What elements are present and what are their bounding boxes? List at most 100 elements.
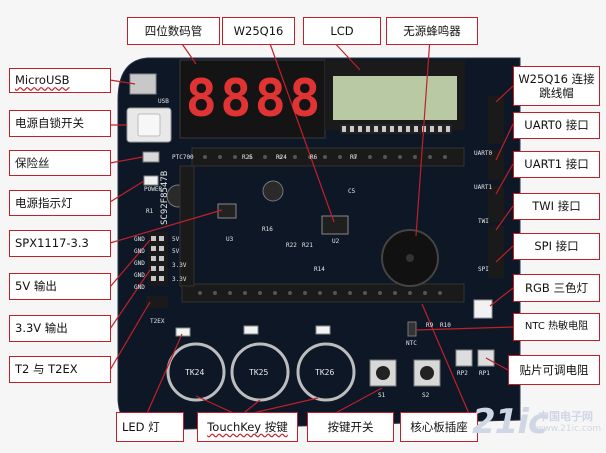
callout-t2-t2ex: T2 与 T2EX — [9, 356, 111, 383]
silk-r9: R9 — [426, 322, 434, 329]
segment-digit: 8 — [289, 69, 321, 129]
silk-uart0: UART0 — [474, 150, 493, 157]
capacitor — [262, 180, 284, 202]
silk-spi: SPI — [478, 266, 489, 273]
silk-r22: R22 — [286, 242, 297, 249]
callout-uart0: UART0 接口 — [513, 112, 600, 139]
silk-r25: R25 — [242, 154, 253, 161]
leader-lines — [109, 37, 514, 419]
seven-seg-digits: 8 8 8 8 — [184, 66, 322, 132]
seven-segment-display — [179, 59, 326, 139]
callout-led: LED 灯 — [116, 412, 184, 442]
silk-ntc: NTC — [406, 340, 417, 347]
callout-spi: SPI 接口 — [513, 233, 600, 260]
silk-volt: 3.3V — [172, 262, 187, 269]
callout-text: 无源蜂鸣器 — [403, 23, 461, 38]
power-headers — [146, 232, 168, 308]
ntc-thermistor — [407, 321, 417, 337]
potentiometer — [455, 349, 473, 367]
silk-s2: S2 — [422, 392, 430, 399]
touch-key-label: TK26 — [315, 368, 335, 377]
right-headers — [488, 96, 504, 278]
watermark-url: www.21ic.com — [536, 424, 602, 434]
callout-text: 四位数码管 — [144, 23, 203, 38]
silk-r6: R6 — [310, 154, 318, 161]
silk-gnd: GND — [134, 260, 145, 267]
callout-text: SPX1117-3.3 — [15, 236, 89, 251]
callout-text: TWI 接口 — [532, 199, 581, 214]
callout-ntc: NTC 热敏电阻 — [513, 313, 600, 341]
silk-gnd: GND — [134, 236, 145, 243]
callout-spx1117: SPX1117-3.3 — [9, 230, 111, 257]
callout-touchkey: TouchKey 按键 — [197, 412, 298, 442]
power-led — [143, 175, 159, 186]
lcd-screen — [333, 76, 457, 120]
callout-text: SPI 接口 — [534, 239, 579, 254]
watermark-cn: 中国电子网 — [538, 410, 593, 423]
callout-text: 贴片可调电阻 — [519, 362, 589, 377]
lcd-connector — [340, 124, 452, 134]
callout-w25q16: W25Q16 — [222, 17, 295, 45]
silk-r1: R1 — [146, 208, 154, 215]
callout-text: LED 灯 — [122, 419, 160, 434]
led — [243, 325, 259, 335]
callout-seg-display: 四位数码管 — [127, 17, 220, 45]
callout-text: UART0 接口 — [524, 118, 589, 133]
callout-text: 核心板插座 — [410, 419, 468, 434]
callout-power-led: 电源指示灯 — [9, 190, 111, 216]
callout-lcd: LCD — [303, 17, 381, 45]
callout-text: TouchKey 按键 — [207, 419, 288, 434]
silk-s1: S1 — [378, 392, 386, 399]
rgb-led — [473, 299, 493, 319]
silk-c5: C5 — [348, 188, 356, 195]
silk-rp2: RP2 — [457, 370, 468, 377]
silk-twi: TWI — [478, 218, 489, 225]
fuse — [142, 151, 160, 163]
silk-r7: R7 — [350, 154, 358, 161]
callout-fuse: 保险丝 — [9, 150, 111, 176]
silk-rp1: RP1 — [479, 370, 490, 377]
watermark: 21ic 中国电子网 www.21ic.com — [470, 400, 606, 453]
core-socket — [179, 165, 195, 287]
silk-gnd: GND — [134, 272, 145, 279]
touch-pad — [166, 342, 226, 402]
silk-gnd: GND — [134, 284, 145, 291]
callout-w25q16-jumper: W25Q16 连接跳线帽 — [513, 66, 600, 106]
callout-twi: TWI 接口 — [513, 193, 600, 220]
segment-digit: 8 — [220, 69, 252, 129]
silk-volt: 5V — [172, 236, 180, 243]
callout-text: MicroUSB — [15, 73, 70, 88]
callout-pot: 贴片可调电阻 — [508, 355, 600, 385]
callout-text: 3.3V 输出 — [15, 321, 68, 336]
callout-5v-output: 5V 输出 — [9, 273, 111, 300]
touch-key-label: TK25 — [249, 368, 269, 377]
silk-u3: U3 — [226, 236, 234, 243]
silk-usb: USB — [158, 98, 169, 105]
silk-gnd: GND — [134, 248, 145, 255]
silk-r10: R10 — [440, 322, 451, 329]
callout-text: 电源指示灯 — [15, 195, 73, 210]
callout-text: RGB 三色灯 — [525, 280, 588, 295]
silk-volt: 3.3V — [172, 276, 187, 283]
callout-text: NTC 热敏电阻 — [524, 320, 589, 332]
silk-ptc: PTC700 — [172, 154, 194, 161]
led — [175, 327, 191, 337]
silk-t2ex: T2EX — [150, 318, 165, 325]
callout-text: UART1 接口 — [524, 157, 589, 172]
callout-text: 电源自锁开关 — [15, 116, 84, 131]
callout-core-socket: 核心板插座 — [400, 412, 478, 442]
core-socket — [191, 147, 465, 167]
callout-uart1: UART1 接口 — [513, 151, 600, 178]
callout-text: LCD — [330, 23, 354, 38]
callout-microusb: MicroUSB — [9, 68, 111, 93]
core-socket — [181, 283, 465, 303]
usb-connector — [129, 73, 157, 95]
touch-pad — [296, 342, 356, 402]
silk-r14: R14 — [314, 266, 325, 273]
touch-key-label: TK24 — [185, 368, 205, 377]
callout-text: W25Q16 — [233, 23, 284, 38]
callout-key-switch: 按键开关 — [307, 412, 394, 442]
silk-power: POWER — [144, 186, 163, 193]
